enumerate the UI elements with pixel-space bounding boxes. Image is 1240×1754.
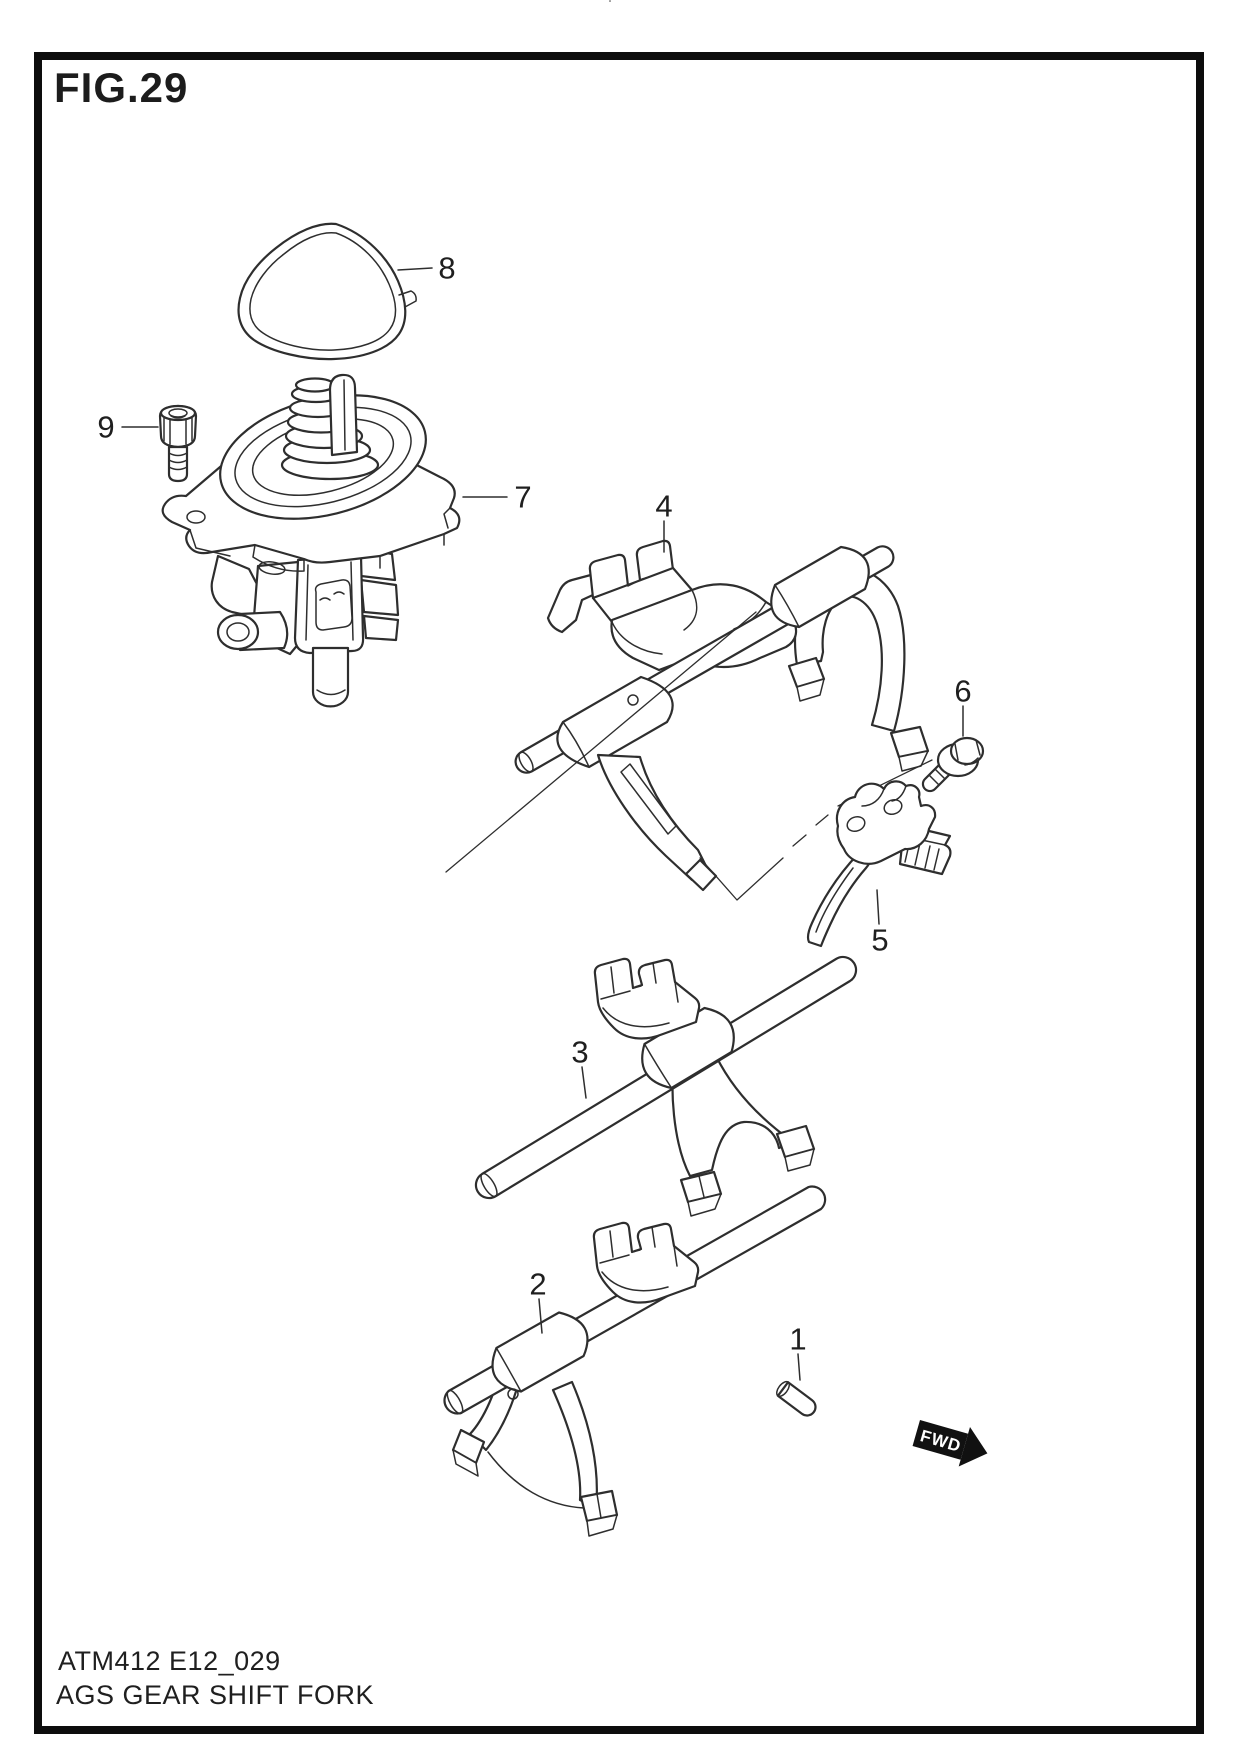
part-2-fork-shaft	[443, 1185, 827, 1537]
callout-labels: 1 2 3 4 5 6 7 8 9	[97, 251, 971, 1357]
fwd-direction-marker: FWD	[912, 1420, 988, 1467]
callout-7: 7	[514, 480, 531, 515]
callout-4: 4	[655, 489, 672, 524]
figure-code: ATM412 E12_029	[58, 1646, 281, 1676]
callout-8: 8	[438, 251, 455, 286]
page-border	[34, 52, 1204, 1734]
figure-caption: AGS GEAR SHIFT FORK	[56, 1680, 375, 1710]
part-5-bracket-lever	[806, 780, 952, 948]
part-6-bolt	[921, 736, 985, 793]
callout-3: 3	[571, 1035, 588, 1070]
callout-6: 6	[954, 674, 971, 709]
callout-5: 5	[871, 923, 888, 958]
callout-1: 1	[789, 1322, 806, 1357]
part-4-fork-shaft	[514, 0, 930, 892]
callout-9: 9	[97, 410, 114, 445]
part-8-gasket	[237, 222, 417, 361]
part-3-fork-shaft	[474, 955, 858, 1217]
callout-leader-lines	[121, 267, 964, 1381]
part-1-pin	[775, 1380, 817, 1417]
fwd-arrow-head	[958, 1427, 988, 1467]
part-7-shift-lever-assembly	[161, 373, 461, 708]
part-9-bolt	[158, 404, 198, 483]
figure-title: FIG.29	[54, 64, 189, 111]
callout-2: 2	[529, 1267, 546, 1302]
fwd-arrow-body	[912, 1420, 969, 1460]
